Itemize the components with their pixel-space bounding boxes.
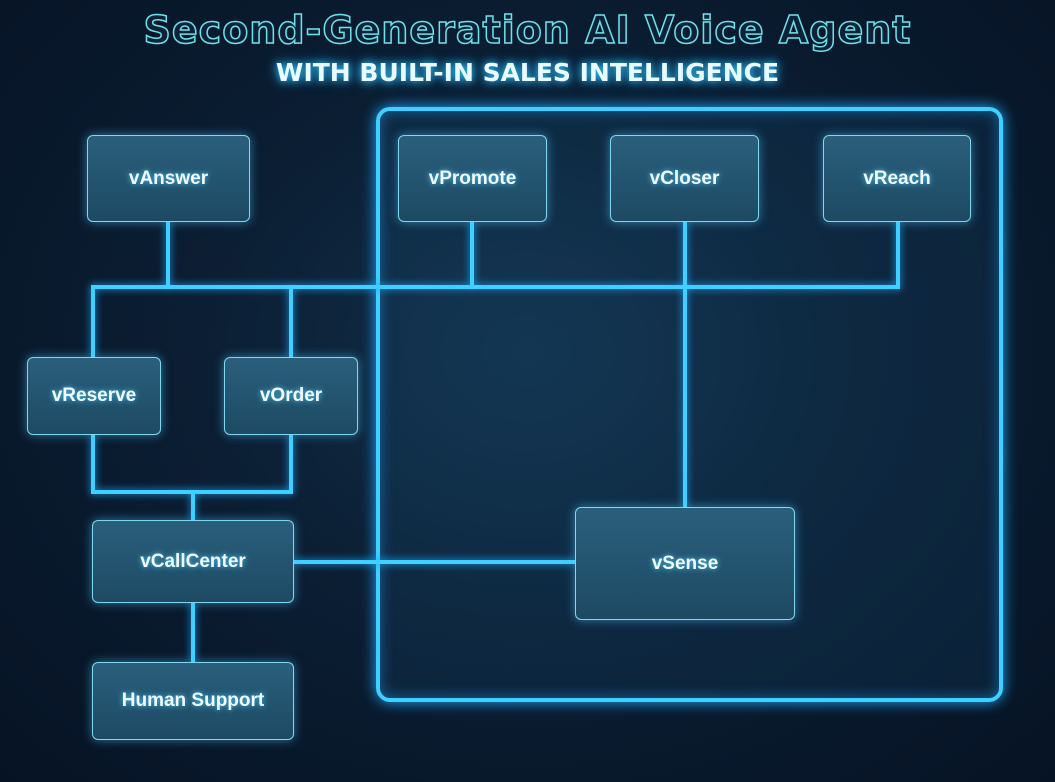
node-vreach: vReach	[823, 135, 971, 222]
node-label: vReserve	[51, 385, 137, 406]
node-label: vPromote	[428, 167, 517, 189]
node-label: vReach	[863, 167, 931, 189]
diagram-title: Second-Generation AI Voice Agent	[143, 7, 912, 53]
node-label: vOrder	[259, 385, 323, 406]
node-label: vCallCenter	[140, 550, 246, 572]
diagram-subtitle: WITH BUILT-IN SALES INTELLIGENCE	[275, 58, 780, 87]
node-vreserve: vReserve	[27, 357, 161, 435]
node-label: Human Support	[121, 690, 265, 711]
node-vorder: vOrder	[224, 357, 358, 435]
node-vsense: vSense	[575, 507, 795, 620]
node-label: vAnswer	[128, 167, 209, 189]
node-vcloser: vCloser	[610, 135, 759, 222]
node-human-support: Human Support	[92, 662, 294, 740]
node-vcallcenter: vCallCenter	[92, 520, 294, 603]
node-label: vCloser	[649, 167, 720, 189]
node-label: vSense	[651, 552, 719, 574]
node-vpromote: vPromote	[398, 135, 547, 222]
node-vanswer: vAnswer	[87, 135, 250, 222]
